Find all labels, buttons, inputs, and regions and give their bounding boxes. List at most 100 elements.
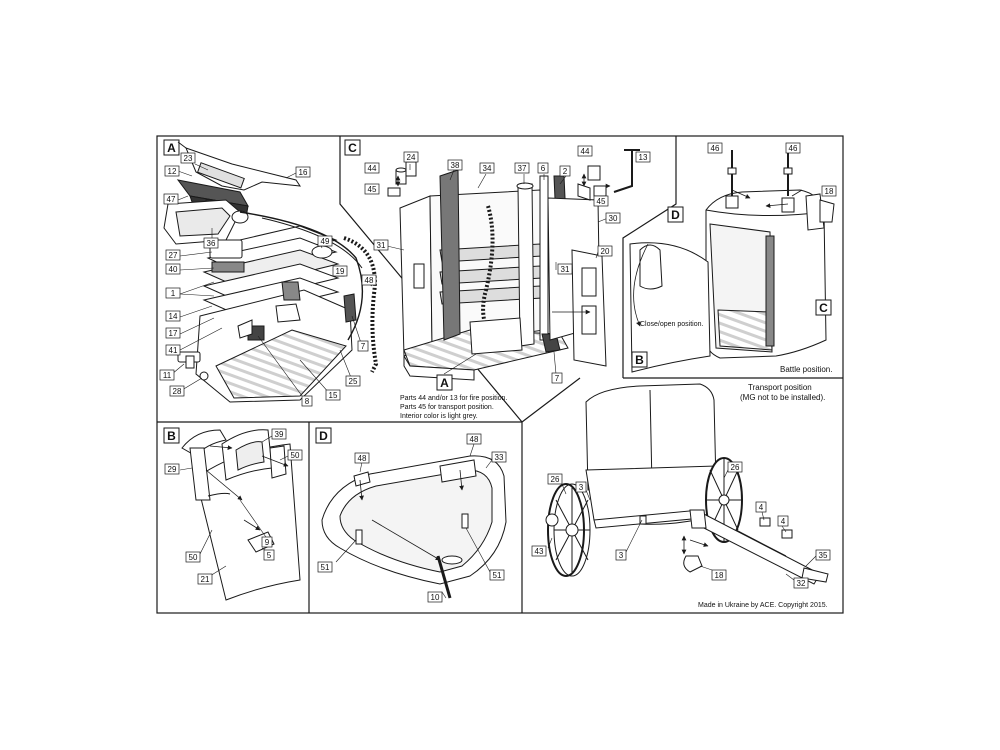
panel-c-marker: C (344, 139, 361, 156)
part-label-44: 44 (364, 162, 380, 174)
svg-text:9: 9 (265, 538, 270, 547)
part-label-51b: 51 (489, 569, 505, 581)
battle-position-arrows (633, 189, 803, 327)
part-label-50b: 50 (185, 551, 201, 563)
part-label-16: 16 (295, 166, 311, 178)
svg-text:47: 47 (167, 195, 176, 204)
machine-gun-part (177, 141, 302, 191)
svg-text:15: 15 (329, 391, 338, 400)
part-label-24: 24 (403, 151, 419, 163)
part-label-32: 32 (793, 577, 809, 589)
part-label-47: 47 (163, 193, 179, 205)
part-label-15: 15 (325, 389, 341, 401)
svg-text:39: 39 (275, 430, 284, 439)
panel-d-leaders (335, 443, 493, 599)
panel-d-drawing (321, 455, 507, 599)
part-label-28: 28 (169, 385, 185, 397)
svg-text:34: 34 (483, 164, 492, 173)
svg-text:19: 19 (336, 267, 345, 276)
svg-text:46: 46 (789, 144, 798, 153)
part-label-18: 18 (821, 185, 837, 197)
svg-text:A: A (440, 376, 449, 390)
svg-text:48: 48 (358, 454, 367, 463)
svg-text:18: 18 (715, 571, 724, 580)
part-label-14: 14 (165, 310, 181, 322)
svg-text:28: 28 (173, 387, 182, 396)
note-interior-color: Interior color is light grey. (400, 413, 478, 420)
part-label-39: 39 (271, 428, 287, 440)
part-label-46: 46 (707, 142, 723, 154)
svg-text:31: 31 (561, 265, 570, 274)
svg-text:7: 7 (555, 374, 560, 383)
svg-text:32: 32 (797, 579, 806, 588)
svg-text:8: 8 (305, 397, 310, 406)
svg-text:51: 51 (321, 563, 330, 572)
svg-text:24: 24 (407, 153, 416, 162)
part-label-34: 34 (479, 162, 495, 174)
svg-text:3: 3 (619, 551, 624, 560)
part-label-4: 4 (755, 501, 767, 513)
part-label-45b: 45 (593, 195, 609, 207)
panel-a-marker: A (163, 139, 180, 156)
svg-text:45: 45 (597, 197, 606, 206)
part-label-23: 23 (180, 152, 196, 164)
svg-text:6: 6 (541, 164, 546, 173)
part-label-29: 29 (164, 463, 180, 475)
svg-text:23: 23 (184, 154, 193, 163)
svg-text:20: 20 (601, 247, 610, 256)
panel-a-drawing (163, 141, 379, 403)
part-label-13: 13 (635, 151, 651, 163)
part-label-5: 5 (263, 549, 275, 561)
svg-text:43: 43 (535, 547, 544, 556)
svg-text:45: 45 (368, 185, 377, 194)
transport-drawing (545, 383, 829, 585)
svg-text:36: 36 (207, 239, 216, 248)
svg-text:14: 14 (169, 312, 178, 321)
svg-text:11: 11 (163, 371, 172, 380)
panel-b-marker: B (163, 427, 180, 444)
ammo-feed-part (481, 205, 495, 340)
svg-text:2: 2 (563, 167, 568, 176)
part-label-3b: 3 (615, 549, 627, 561)
panel-c-leaders (386, 164, 609, 375)
part-label-45: 45 (364, 183, 380, 195)
panel-d-marker: D (315, 427, 332, 444)
svg-text:31: 31 (377, 241, 386, 250)
copyright: Made in Ukraine by ACE. Copyright 2015. (698, 602, 828, 609)
part-label-48db: 48 (466, 433, 482, 445)
part-label-21: 21 (197, 573, 213, 585)
svg-text:4: 4 (781, 517, 786, 526)
part-label-49: 49 (317, 235, 333, 247)
part-label-18t: 18 (711, 569, 727, 581)
part-label-6: 6 (537, 162, 549, 174)
part-label-48d: 48 (354, 452, 370, 464)
svg-text:41: 41 (169, 346, 178, 355)
part-label-33: 33 (491, 451, 507, 463)
part-label-48: 48 (361, 274, 377, 286)
part-label-41: 41 (165, 344, 181, 356)
svg-text:26: 26 (551, 475, 560, 484)
svg-text:12: 12 (168, 167, 177, 176)
svg-text:46: 46 (711, 144, 720, 153)
svg-text:48: 48 (365, 276, 374, 285)
svg-text:37: 37 (518, 164, 527, 173)
svg-text:44: 44 (368, 164, 377, 173)
svg-text:B: B (635, 353, 644, 367)
part-label-36: 36 (203, 237, 219, 249)
svg-text:48: 48 (470, 435, 479, 444)
note-transport-title: Transport position (748, 383, 812, 392)
svg-text:B: B (167, 429, 176, 443)
svg-text:3: 3 (579, 483, 584, 492)
note-close-open: Close/open position. (640, 321, 703, 328)
part-label-10: 10 (427, 591, 443, 603)
left-wheel-part (545, 483, 591, 577)
part-label-19: 19 (332, 265, 348, 277)
panel-c-notes: Parts 44 and/or 13 for fire position. Pa… (400, 395, 507, 420)
panel-b-labels: 39 29 50 9 5 50 21 (164, 428, 303, 585)
part-label-43: 43 (531, 545, 547, 557)
tall-panel-part (439, 169, 461, 341)
part-label-9: 9 (261, 536, 273, 548)
part-label-30: 30 (605, 212, 621, 224)
part-label-25: 25 (345, 375, 361, 387)
